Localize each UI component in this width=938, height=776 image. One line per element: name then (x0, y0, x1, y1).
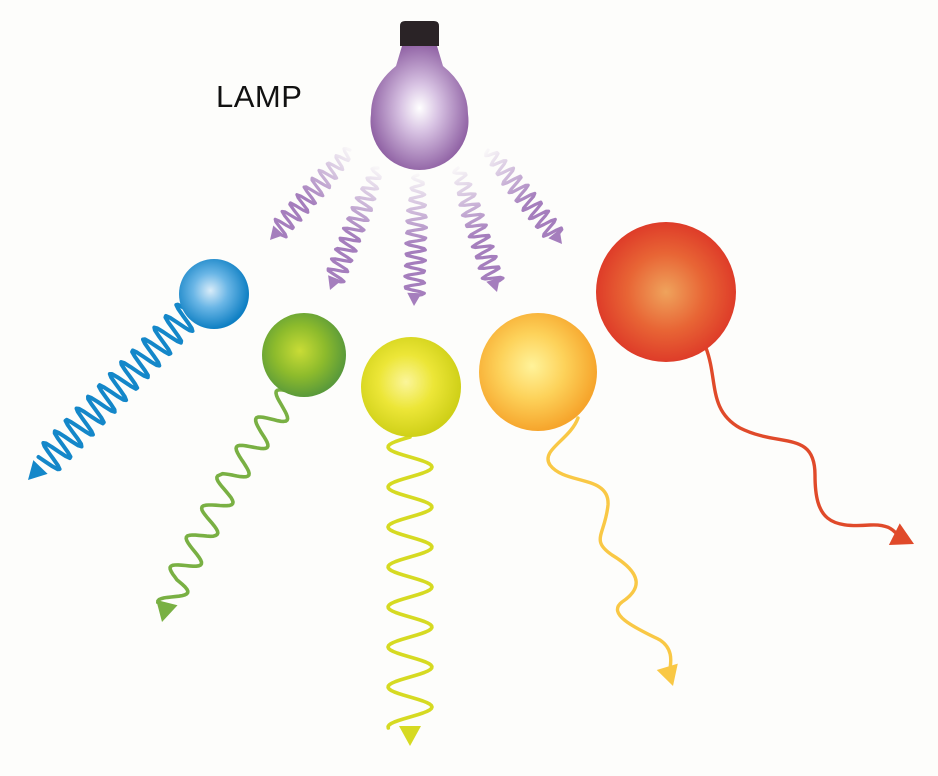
blue-arrowhead (28, 460, 48, 480)
excitation-wave-1 (273, 146, 352, 239)
red-arrowhead (888, 523, 914, 545)
orange-arrowhead (656, 663, 678, 686)
orange-emission-wave (546, 416, 673, 672)
excitation-wave-4 (452, 166, 505, 283)
excitation-wave-5 (484, 148, 564, 238)
yellow-particle (361, 337, 461, 437)
blue-emission-wave (36, 302, 195, 472)
red-emission-wave (704, 346, 899, 536)
yellow-emission-wave (386, 435, 434, 730)
lamp-bulb (370, 46, 469, 170)
emitted-light (28, 302, 914, 746)
green-particle (262, 313, 346, 397)
lamp-icon (370, 21, 469, 170)
lamp-label: LAMP (216, 79, 302, 114)
blue-particle (179, 259, 249, 329)
red-particle (596, 222, 736, 362)
orange-particle (479, 313, 597, 431)
green-arrowhead (156, 599, 178, 622)
excitation-light (270, 146, 564, 306)
excitation-arrowhead-2 (328, 275, 342, 290)
green-emission-wave (156, 388, 294, 605)
excitation-arrowhead-1 (270, 225, 284, 240)
excitation-arrowhead-4 (486, 277, 500, 292)
excitation-wave-3 (403, 173, 428, 298)
yellow-arrowhead (399, 726, 421, 746)
excitation-arrowhead-3 (407, 292, 422, 306)
lamp-base (400, 21, 439, 46)
excitation-arrowhead-5 (548, 229, 562, 244)
excitation-wave-2 (326, 166, 382, 284)
